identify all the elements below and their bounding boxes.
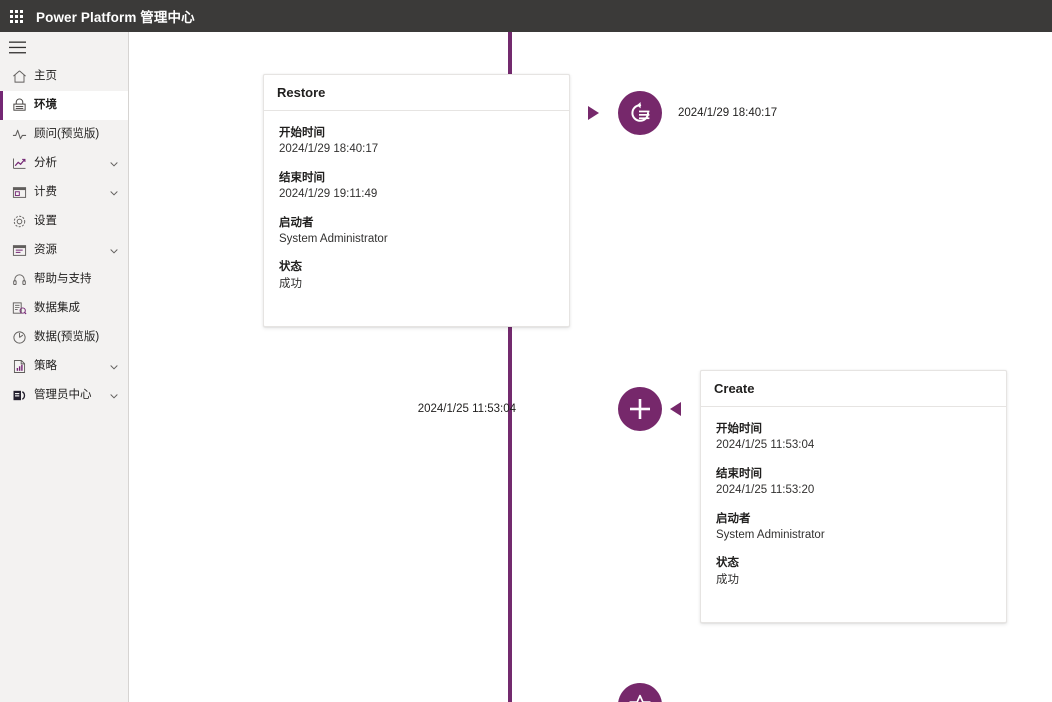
chevron-down-icon[interactable] [109, 159, 119, 169]
sidebar-item-admin[interactable]: 管理员中心 [0, 381, 128, 410]
field-initiator: 启动者 System Administrator [279, 216, 556, 247]
field-value: 2024/1/29 18:40:17 [279, 143, 379, 156]
timeline-node-star[interactable] [618, 683, 662, 702]
sidebar-item-billing[interactable]: 计费 [0, 178, 128, 207]
app-title: Power Platform 管理中心 [36, 10, 195, 25]
field-start-time: 开始时间 2024/1/29 18:40:17 [279, 126, 556, 157]
create-detail-card: Create 开始时间 2024/1/25 11:53:04 结束时间 2024… [700, 370, 1007, 623]
timeline-timestamp-create: 2024/1/25 11:53:04 [417, 403, 516, 415]
sidebar-item-data-prev[interactable]: 数据(预览版) [0, 323, 128, 352]
sidebar-item-label: 管理员中心 [34, 388, 92, 401]
create-card-body: 开始时间 2024/1/25 11:53:04 结束时间 2024/1/25 1… [701, 407, 1006, 597]
sidebar-item-label: 环境 [34, 98, 57, 111]
sidebar-item-analytics[interactable]: 分析 [0, 149, 128, 178]
sidebar-item-home[interactable]: 主页 [0, 62, 128, 91]
sidebar-item-label: 数据集成 [34, 301, 80, 314]
environment-icon [11, 98, 27, 114]
restore-card-pointer [588, 106, 599, 120]
policy-icon [11, 359, 27, 375]
field-end-time: 结束时间 2024/1/29 19:11:49 [279, 171, 556, 202]
billing-icon [11, 185, 27, 201]
data-integration-icon [11, 301, 27, 317]
field-label: 结束时间 [279, 171, 325, 184]
sidebar-item-environments[interactable]: 环境 [0, 91, 128, 120]
restore-card-title: Restore [277, 85, 326, 100]
sidebar-item-help[interactable]: 帮助与支持 [0, 265, 128, 294]
sidebar-item-settings[interactable]: 设置 [0, 207, 128, 236]
admin-center-icon [11, 388, 27, 404]
field-value: 2024/1/29 19:11:49 [279, 188, 378, 201]
headset-icon [11, 272, 27, 288]
field-value: 2024/1/25 11:53:04 [716, 439, 815, 452]
sidebar-item-data-int[interactable]: 数据集成 [0, 294, 128, 323]
field-label: 结束时间 [716, 467, 762, 480]
create-card-title: Create [714, 381, 755, 396]
sidebar-item-label: 帮助与支持 [34, 272, 92, 285]
chevron-down-icon[interactable] [109, 362, 119, 372]
chevron-down-icon[interactable] [109, 391, 119, 401]
sidebar-item-advisor[interactable]: 顾问(预览版) [0, 120, 128, 149]
sidebar-item-label: 设置 [34, 214, 57, 227]
timeline-node-create[interactable] [618, 387, 662, 431]
status-badge: 成功 [279, 277, 302, 290]
field-label: 状态 [279, 261, 302, 274]
suite-header-bar: Power Platform 管理中心 [0, 0, 1052, 32]
status-badge: 成功 [716, 573, 739, 586]
field-end-time: 结束时间 2024/1/25 11:53:20 [716, 467, 993, 498]
sidebar-navigation: 主页环境顾问(预览版) 分析计费设置资源帮助与支持数据集成数据(预览版) 策略管理员… [0, 32, 129, 702]
home-icon [11, 69, 27, 85]
field-label: 启动者 [716, 512, 751, 525]
sidebar-item-label: 资源 [34, 243, 57, 256]
pulse-icon [11, 127, 27, 143]
create-card-pointer [670, 402, 681, 416]
field-value: System Administrator [716, 528, 825, 541]
field-status: 状态 成功 [716, 556, 993, 587]
sidebar-item-policies[interactable]: 策略 [0, 352, 128, 381]
field-label: 状态 [716, 557, 739, 570]
field-value: System Administrator [279, 232, 388, 245]
restore-detail-card: Restore 开始时间 2024/1/29 18:40:17 结束时间 202… [263, 74, 570, 327]
resources-icon [11, 243, 27, 259]
field-value: 2024/1/25 11:53:20 [716, 484, 815, 497]
chevron-down-icon[interactable] [109, 246, 119, 256]
chart-line-icon [11, 156, 27, 172]
sidebar-item-label: 数据(预览版) [34, 330, 100, 343]
restore-card-body: 开始时间 2024/1/29 18:40:17 结束时间 2024/1/29 1… [264, 111, 569, 301]
field-start-time: 开始时间 2024/1/25 11:53:04 [716, 422, 993, 453]
gear-icon [11, 214, 27, 230]
sidebar-item-label: 主页 [34, 69, 57, 82]
field-label: 启动者 [279, 216, 314, 229]
create-card-header: Create [701, 371, 1006, 407]
environment-history-timeline: 2024/1/29 18:40:17 2024/1/25 11:53:04 Re… [130, 32, 1052, 702]
sidebar-item-label: 计费 [34, 185, 57, 198]
field-initiator: 启动者 System Administrator [716, 512, 993, 543]
field-label: 开始时间 [279, 127, 325, 139]
field-status: 状态 成功 [279, 260, 556, 291]
sidebar-item-label: 分析 [34, 156, 57, 169]
cloud-data-icon [11, 330, 27, 346]
chevron-down-icon[interactable] [109, 188, 119, 198]
timeline-timestamp-restore: 2024/1/29 18:40:17 [678, 107, 778, 119]
timeline-axis-line [508, 32, 512, 702]
sidebar-item-label: 顾问(预览版) [34, 127, 100, 140]
restore-card-header: Restore [264, 75, 569, 111]
waffle-grid-icon[interactable] [0, 0, 32, 32]
sidebar-item-label: 策略 [34, 359, 57, 372]
timeline-node-restore[interactable] [618, 91, 662, 135]
field-label: 开始时间 [716, 423, 762, 435]
hamburger-icon[interactable] [0, 32, 128, 62]
sidebar-item-resources[interactable]: 资源 [0, 236, 128, 265]
